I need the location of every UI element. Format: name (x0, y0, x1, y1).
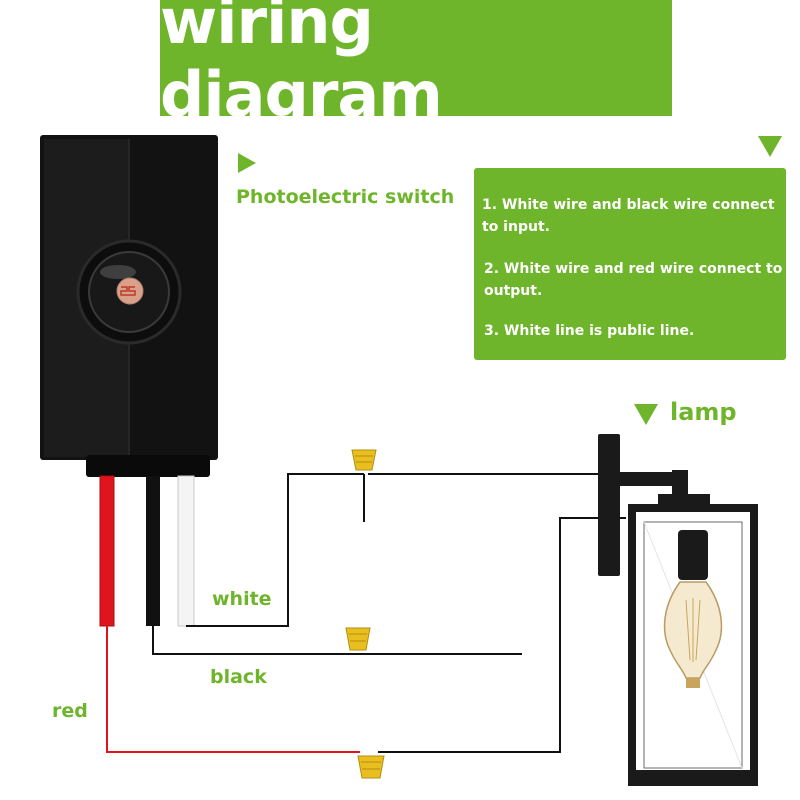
white-wire-label: white (212, 588, 272, 610)
wire-nut-icon (357, 755, 385, 779)
instructions-box: 1. White wire and black wire connect to … (474, 168, 786, 360)
title-banner: wiring diagram (160, 0, 672, 131)
play-triangle-icon (238, 153, 256, 173)
down-triangle-icon (758, 136, 782, 157)
instruction-3: 3. White line is public line. (484, 323, 695, 339)
photocell-sensor-icon (76, 239, 182, 345)
switch-label: Photoelectric switch (236, 186, 455, 208)
wire-nut-icon (345, 627, 371, 651)
instruction-1: 1. White wire and black wire connect to … (482, 197, 775, 235)
diagram-title: wiring diagram (160, 0, 443, 131)
red-wire-label: red (52, 700, 88, 722)
lamp-label: lamp (670, 398, 737, 426)
instruction-2: 2. White wire and red wire connect to ou… (484, 261, 783, 299)
red-wire-run (106, 626, 360, 753)
down-triangle-icon (634, 404, 658, 425)
black-wire-label: black (210, 666, 267, 688)
black-lead (146, 476, 160, 626)
black-wire-run (152, 626, 522, 655)
photoelectric-switch (40, 135, 218, 477)
red-output-run (378, 517, 626, 753)
lamp-icon (598, 434, 758, 786)
white-wire-run (186, 473, 364, 627)
red-lead (99, 475, 115, 627)
wire-nut-icon (351, 449, 377, 471)
white-lead (177, 475, 195, 627)
